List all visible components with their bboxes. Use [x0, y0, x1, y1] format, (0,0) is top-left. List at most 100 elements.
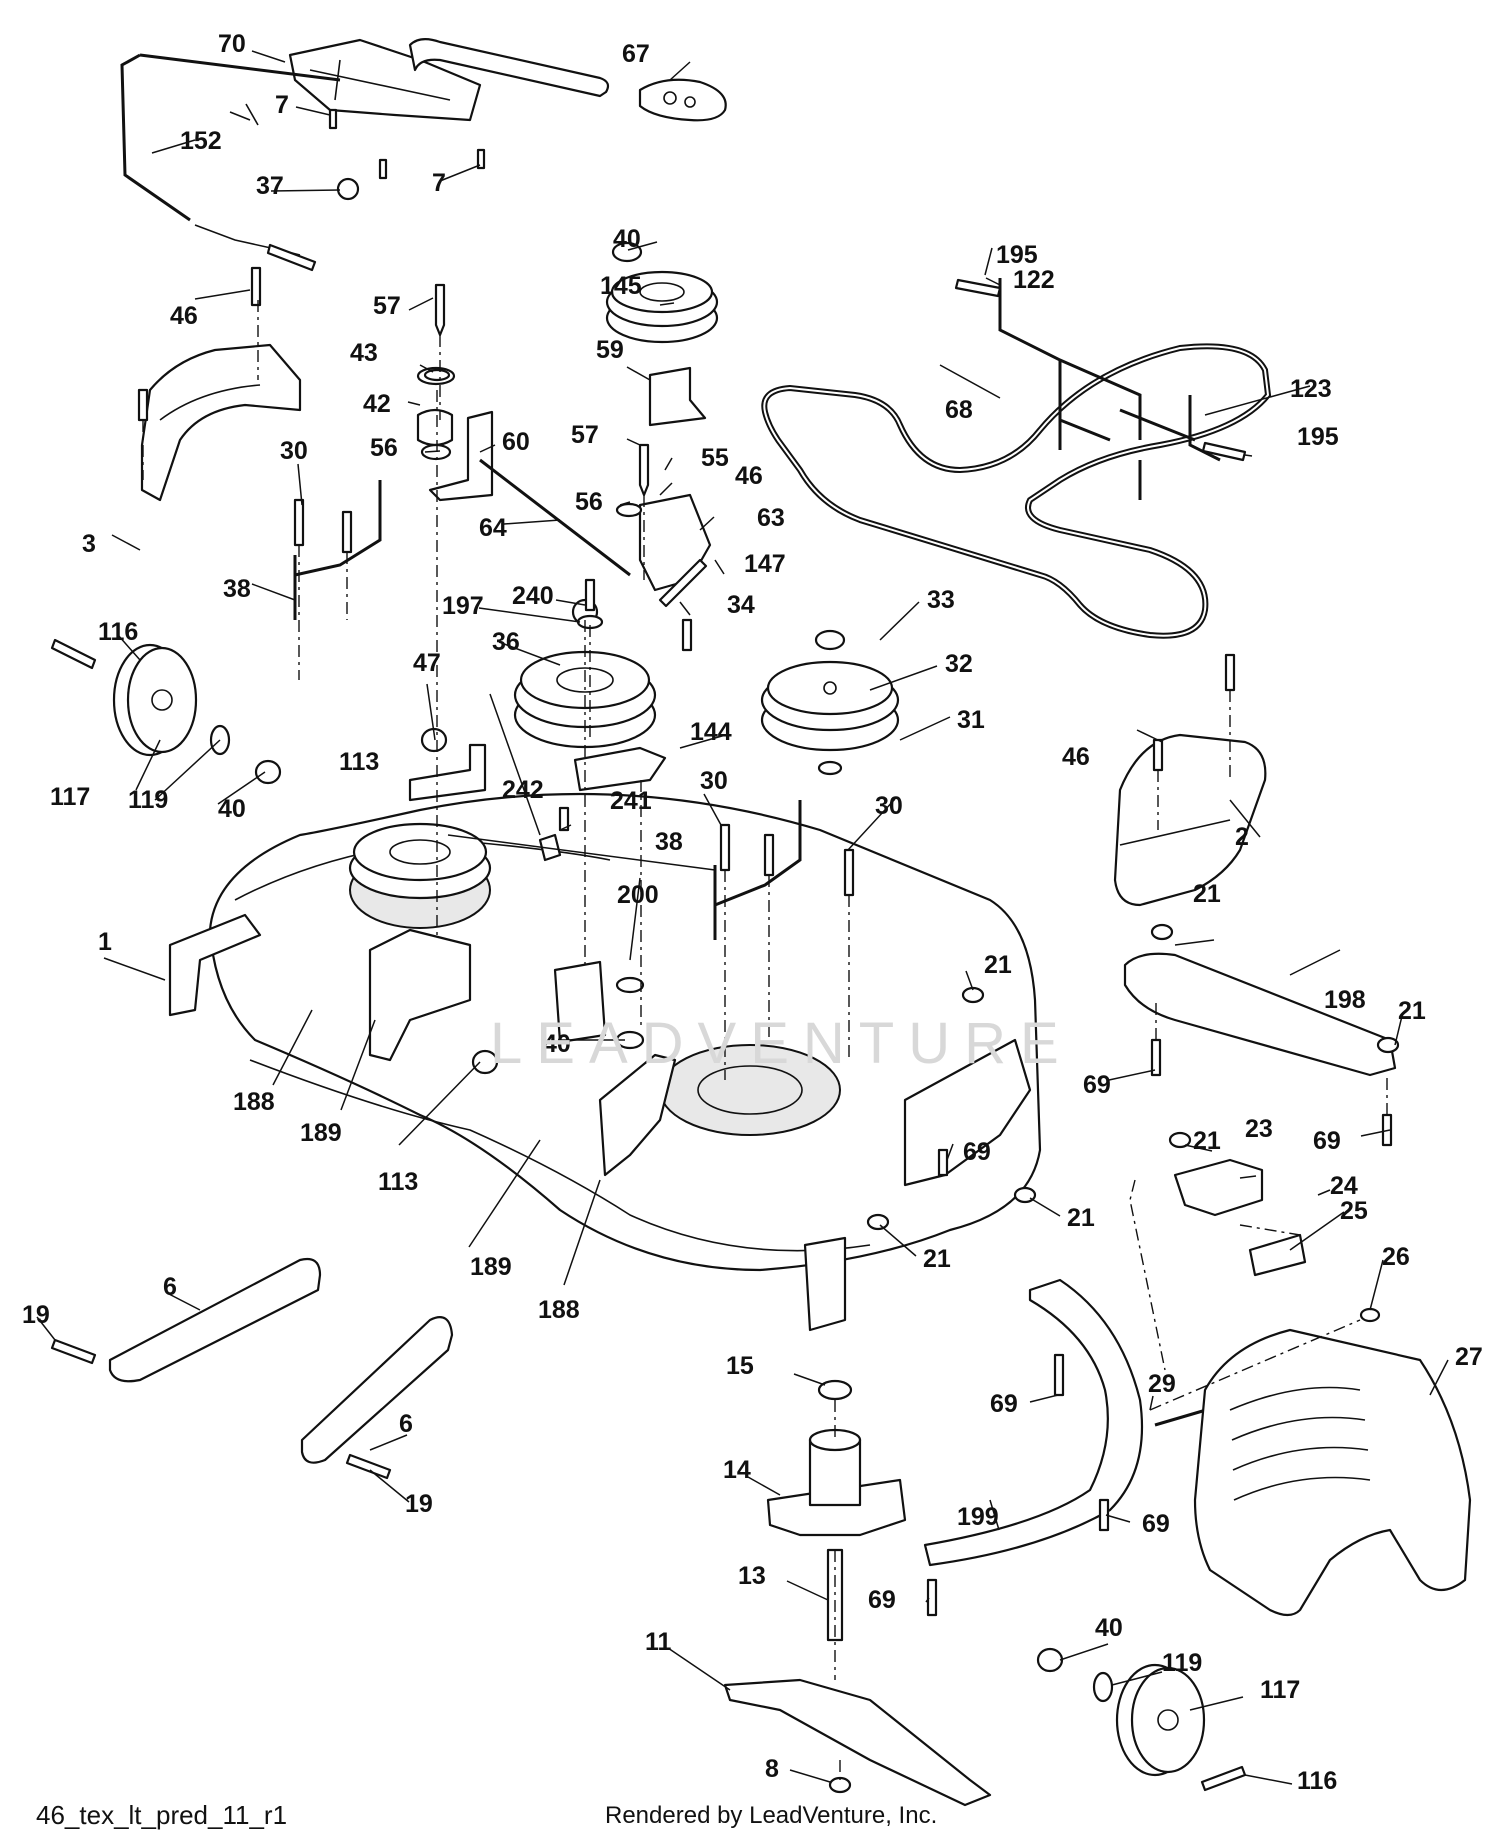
callout-189: 189 — [470, 1253, 512, 1281]
callout-33: 33 — [927, 586, 955, 614]
bracket-47 — [408, 743, 487, 802]
callout-123: 123 — [1290, 375, 1332, 403]
callout-152: 152 — [180, 127, 222, 155]
diagram-code: 46_tex_lt_pred_11_r1 — [36, 1800, 288, 1830]
lift-bracket-70 — [288, 38, 610, 122]
callout-26: 26 — [1382, 1243, 1410, 1271]
screw-7-b — [378, 158, 388, 180]
bolt-46-a — [250, 266, 262, 307]
bolt-240 — [584, 578, 596, 612]
bolt-69-f — [926, 1578, 938, 1617]
deck-hanger-1 — [168, 913, 262, 1017]
screw-7-c — [476, 148, 486, 170]
callout-68: 68 — [945, 396, 973, 424]
bolt-30-e — [843, 848, 855, 897]
callout-119: 119 — [128, 786, 168, 814]
callout-21: 21 — [1193, 1127, 1221, 1155]
callout-59: 59 — [596, 336, 624, 364]
callout-29: 29 — [1148, 1370, 1176, 1398]
callout-188: 188 — [538, 1296, 580, 1324]
callout-69: 69 — [868, 1586, 896, 1614]
nut-21-a — [1150, 923, 1174, 941]
bolt-30-c — [719, 823, 731, 872]
nut-21-c — [1376, 1036, 1400, 1054]
callout-8: 8 — [765, 1755, 779, 1783]
bolt-46-d — [1152, 738, 1164, 772]
callout-31: 31 — [957, 706, 985, 734]
belt-shield-2 — [1113, 733, 1267, 907]
idler-pulley-145 — [605, 270, 719, 344]
idler-arm-group — [416, 366, 631, 577]
idler-bracket-55 — [638, 493, 712, 592]
callout-40: 40 — [613, 225, 641, 253]
callout-113: 113 — [378, 1168, 418, 1196]
washer-43 — [423, 368, 451, 382]
callout-21: 21 — [1067, 1204, 1095, 1232]
callout-197: 197 — [442, 592, 484, 620]
callout-14: 14 — [723, 1456, 751, 1484]
callout-6: 6 — [399, 1410, 413, 1438]
washer-200 — [615, 976, 645, 994]
drive-belt-68 — [761, 343, 1272, 639]
callout-15: 15 — [726, 1352, 754, 1380]
callout-30: 30 — [280, 437, 308, 465]
callout-21: 21 — [1398, 997, 1426, 1025]
bolt-30-d — [763, 833, 775, 877]
gauge-wheel-117-left — [112, 643, 198, 757]
callout-46: 46 — [170, 302, 198, 330]
callout-69: 69 — [1142, 1510, 1170, 1538]
bolt-69-a — [1150, 1038, 1162, 1077]
spindle-housing-14 — [766, 1428, 907, 1537]
callout-57: 57 — [571, 421, 599, 449]
mower-blade-11 — [723, 1678, 992, 1807]
callout-32: 32 — [945, 650, 973, 678]
callout-116: 116 — [1297, 1767, 1337, 1795]
belt-keeper-122 — [998, 278, 1142, 450]
callout-144: 144 — [690, 718, 732, 746]
callout-242: 242 — [502, 776, 544, 804]
callout-37: 37 — [256, 172, 284, 200]
callout-40: 40 — [1095, 1614, 1123, 1642]
deck-hanger-front — [803, 1236, 847, 1332]
callout-122: 122 — [1013, 266, 1055, 294]
callout-24: 24 — [1330, 1172, 1358, 1200]
idler-plate-189 — [368, 928, 472, 1062]
bolt-30-b — [341, 510, 353, 554]
callout-40: 40 — [218, 795, 246, 823]
callout-42: 42 — [363, 390, 391, 418]
baffle-198 — [1123, 952, 1397, 1077]
nut-113-b — [471, 1049, 499, 1075]
bolt-69-e — [1098, 1498, 1110, 1532]
bolt-19-right — [345, 1453, 392, 1480]
callout-69: 69 — [990, 1390, 1018, 1418]
deflector-bracket-23 — [1173, 1158, 1264, 1217]
callout-38: 38 — [223, 575, 251, 603]
bolt-69-c — [937, 1148, 949, 1177]
callout-46: 46 — [735, 462, 763, 490]
screw-7-a — [328, 108, 338, 130]
callout-113: 113 — [339, 748, 379, 776]
callout-38: 38 — [655, 828, 683, 856]
callout-46: 46 — [1062, 743, 1090, 771]
front-link-6-right — [300, 1316, 454, 1464]
callout-43: 43 — [350, 339, 378, 367]
gauge-wheel-117-right — [1115, 1663, 1206, 1777]
callout-117: 117 — [1260, 1676, 1300, 1704]
callout-199: 199 — [957, 1503, 999, 1531]
belt-shield-3 — [140, 343, 302, 502]
lift-rod-152 — [120, 53, 341, 272]
callout-21: 21 — [923, 1245, 951, 1273]
deck-hanger-right — [903, 1038, 1032, 1187]
bearing-15 — [817, 1379, 853, 1401]
callout-6: 6 — [163, 1273, 177, 1301]
callout-27: 27 — [1455, 1343, 1483, 1371]
bolt-116-right — [1200, 1765, 1247, 1792]
callout-195: 195 — [996, 241, 1038, 269]
bolt-69-d — [1053, 1353, 1065, 1397]
belt-keeper-123 — [1119, 395, 1221, 500]
blade-bolt-8 — [828, 1776, 852, 1794]
bolt-46-b — [137, 388, 149, 422]
callout-2: 2 — [1235, 823, 1249, 851]
callout-47: 47 — [413, 649, 441, 677]
